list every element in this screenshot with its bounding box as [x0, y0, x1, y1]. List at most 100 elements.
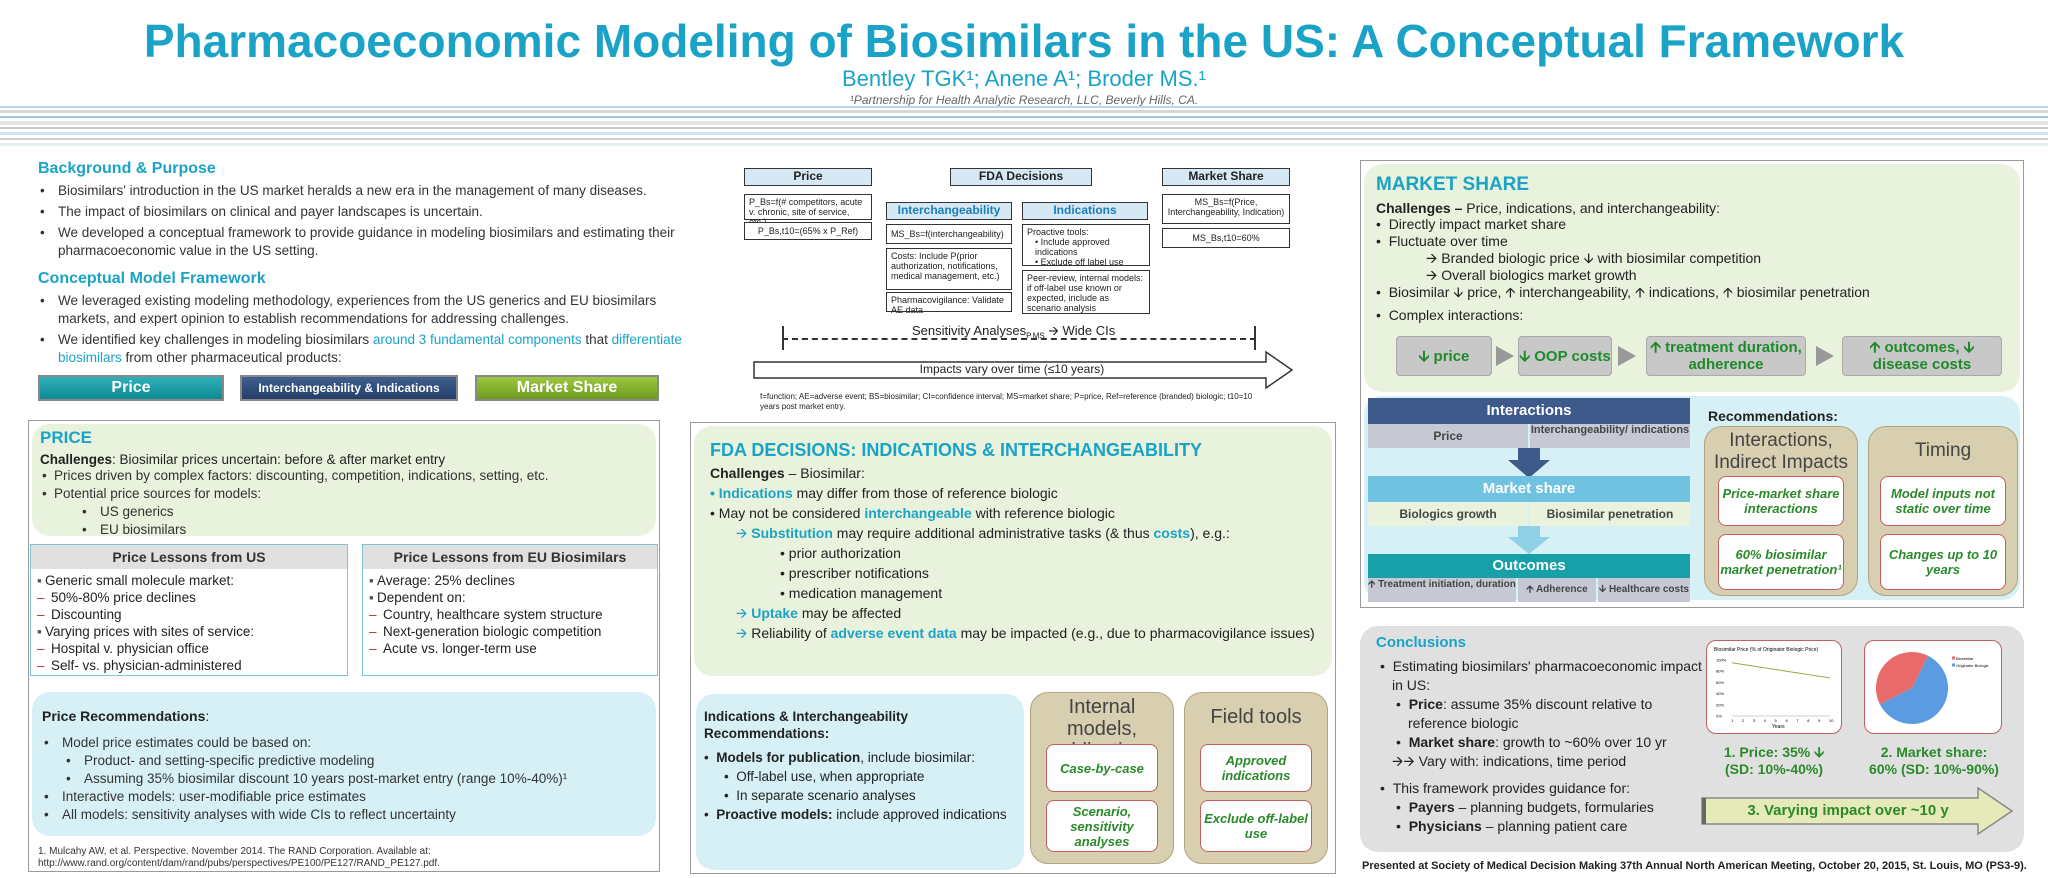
- flow-outcomes: 🡩 outcomes, 🡫 disease costs: [1842, 336, 2002, 376]
- footer-text: Presented at Society of Medical Decision…: [1362, 860, 2027, 872]
- x-tick-label: 4: [1764, 718, 1767, 723]
- outcome-healthcare-costs: 🡫 Healthcare costs: [1598, 578, 1690, 602]
- approved-indications-card: Approved indications: [1200, 744, 1312, 792]
- diagram-sensitivity: Sensitivity AnalysesP,MS 🡪 Wide CIs: [912, 323, 1116, 341]
- diagram-market-share-head: Market Share: [1162, 168, 1290, 186]
- list-item: • Off-label use, when appropriate: [724, 769, 925, 784]
- changes-card: Changes up to 10 years: [1880, 534, 2006, 590]
- list-item: 🡪 Substitution may require additional ad…: [736, 525, 1230, 541]
- market-share-heading: Market share: [1368, 476, 1690, 502]
- list-item: • Directly impact market share: [1376, 216, 1567, 232]
- diagram-impacts-arrow: [753, 350, 1294, 390]
- framework-list: We leveraged existing modeling methodolo…: [38, 292, 688, 367]
- list-item: • Payers – planning budgets, formularies: [1396, 799, 1654, 815]
- varying-impact-label: 3. Varying impact over ~10 y: [1747, 802, 1949, 819]
- diagram-price-t10: P_Bs,t10=(65% x P_Ref): [744, 222, 872, 240]
- diagram-interchangeability-head: Interchangeability: [886, 202, 1012, 220]
- varying-impact-arrow: [1701, 786, 2014, 836]
- market-share-panel: [1360, 160, 2024, 608]
- list-item: ▪Average: 25% declines: [369, 573, 515, 588]
- list-item: • Proactive models: include approved ind…: [704, 807, 1007, 822]
- penetration-card: 60% biosimilar market penetration¹: [1718, 534, 1844, 590]
- down-arrow-icon: [1508, 526, 1550, 554]
- conclusions-list: • Estimating biosimilars' pharmacoeconom…: [1376, 657, 1706, 836]
- y-tick-label: 80%: [1716, 669, 1724, 674]
- x-tick-label: 5: [1775, 718, 1778, 723]
- market-challenges: Challenges – Price, indications, and int…: [1376, 200, 1720, 216]
- flow-oop-costs: 🡫 OOP costs: [1518, 336, 1612, 376]
- list-item: EU biosimilars: [80, 521, 650, 539]
- diagram-pharmacovigilance: Pharmacovigilance: Validate AE data: [886, 292, 1012, 315]
- diagram-impacts-label: Impacts vary over time (≤10 years): [919, 362, 1105, 376]
- interactions-heading: Interactions: [1368, 398, 1690, 424]
- case-by-case-card: Case-by-case: [1046, 744, 1158, 792]
- pie-slice: [1879, 655, 1948, 724]
- fda-rec-list: • Models for publication, include biosim…: [704, 748, 1014, 824]
- price-rec-heading: Price Recommendations:: [42, 708, 210, 724]
- list-item: • Estimating biosimilars' pharmacoeconom…: [1380, 658, 1702, 693]
- list-item: • This framework provides guidance for:: [1380, 780, 1631, 796]
- price-panel: [28, 420, 660, 872]
- us-lessons-heading: Price Lessons from US: [31, 545, 347, 569]
- fda-challenges-list: • Indications may differ from those of r…: [710, 483, 1320, 643]
- list-item: • prescriber notifications: [780, 565, 929, 581]
- fda-recommendations-box: [696, 694, 1024, 870]
- diagram-ms-interchangeability: MS_Bs=f(interchangeability): [886, 224, 1012, 244]
- diagram-proactive-tools: Proactive tools: • Include approved indi…: [1022, 224, 1150, 267]
- list-item: 🡪 Reliability of adverse event data may …: [736, 625, 1315, 641]
- list-item: The impact of biosimilars on clinical an…: [38, 203, 688, 221]
- biologics-growth: Biologics growth: [1368, 502, 1528, 526]
- x-tick-label: 1: [1731, 718, 1734, 723]
- eu-lessons-heading: Price Lessons from EU Biosimilars: [363, 545, 657, 569]
- interactions-interchangeability: Interchangeability/ indications: [1530, 424, 1690, 448]
- us-lessons-list: ▪Generic small molecule market: –50%-80% …: [31, 569, 347, 677]
- x-tick-label: 3: [1753, 718, 1756, 723]
- outcomes-heading: Outcomes: [1368, 554, 1690, 578]
- pie-legend-swatch: [1952, 656, 1955, 660]
- diagram-ms-t10: MS_Bs,t10=60%: [1162, 228, 1290, 248]
- x-tick-label: 8: [1807, 718, 1810, 723]
- y-tick-label: 20%: [1716, 702, 1724, 707]
- diagram-peer-review: Peer-review, internal models: if off-lab…: [1022, 270, 1150, 314]
- scenario-card: Scenario, sensitivity analyses: [1046, 800, 1158, 852]
- list-item: –Self- vs. physician-administered: [37, 658, 242, 673]
- list-item: Interactive models: user-modifiable pric…: [42, 788, 652, 806]
- diagram-legend: f=function; AE=adverse event; BS=biosimi…: [760, 392, 1253, 411]
- diagram-bracket-left: [782, 326, 784, 350]
- eu-lessons-list: ▪Average: 25% declines ▪Dependent on: –Cou…: [363, 569, 657, 660]
- list-item: • Complex interactions:: [1376, 307, 1524, 323]
- price-list: Prices driven by complex factors: discou…: [40, 467, 650, 539]
- list-item: 🡪 Branded biologic price 🡫 with biosimil…: [1426, 250, 1762, 266]
- price-chart-frame: [1706, 640, 1842, 734]
- list-item: Potential price sources for models:: [40, 485, 650, 503]
- fda-heading: FDA DECISIONS: INDICATIONS & INTERCHANGE…: [710, 440, 1203, 460]
- interchangeability-pill: Interchangeability & Indications: [240, 375, 458, 401]
- y-tick-label: 0%: [1716, 714, 1722, 719]
- list-item: ▪Dependent on:: [369, 590, 466, 605]
- fda-challenges-box: [694, 426, 1332, 676]
- list-item: • Indications may differ from those of r…: [710, 485, 1058, 501]
- flow-price: 🡫 price: [1396, 336, 1492, 376]
- pie-chart-label: 2. Market share:60% (SD: 10%-90%): [1869, 744, 1999, 777]
- outcome-adherence: 🡩 Adherence: [1518, 578, 1596, 602]
- list-item: ▪Varying prices with sites of service:: [37, 624, 255, 639]
- price-rec-list: Model price estimates could be based on:…: [42, 734, 652, 824]
- diagram-fda-head: FDA Decisions: [950, 168, 1092, 186]
- diagram-indications-head: Indications: [1022, 202, 1148, 220]
- x-tick-label: 6: [1785, 718, 1788, 723]
- list-item: –50%-80% price declines: [37, 590, 196, 605]
- chart-xlabel: Years: [1772, 724, 1785, 730]
- outcome-treatment: 🡩 Treatment initiation, duration: [1368, 578, 1516, 602]
- list-item: We leveraged existing modeling methodolo…: [38, 292, 688, 328]
- price-market-card: Price-market share interactions: [1718, 476, 1844, 526]
- list-item: Product- and setting-specific predictive…: [64, 752, 652, 770]
- market-list: • Directly impact market share • Fluctua…: [1376, 216, 2016, 324]
- list-item: –Country, healthcare system structure: [369, 607, 603, 622]
- list-item: Assuming 35% biosimilar discount 10 year…: [64, 770, 652, 788]
- model-inputs-card: Model inputs not static over time: [1880, 476, 2006, 526]
- timing-heading: Timing: [1914, 440, 1972, 461]
- list-item: We developed a conceptual framework to p…: [38, 224, 688, 260]
- us-lessons-box: Price Lessons from US ▪Generic small mol…: [30, 544, 348, 676]
- biosimilar-penetration: Biosimilar penetration: [1530, 502, 1690, 526]
- list-item: ▪Generic small molecule market:: [37, 573, 235, 588]
